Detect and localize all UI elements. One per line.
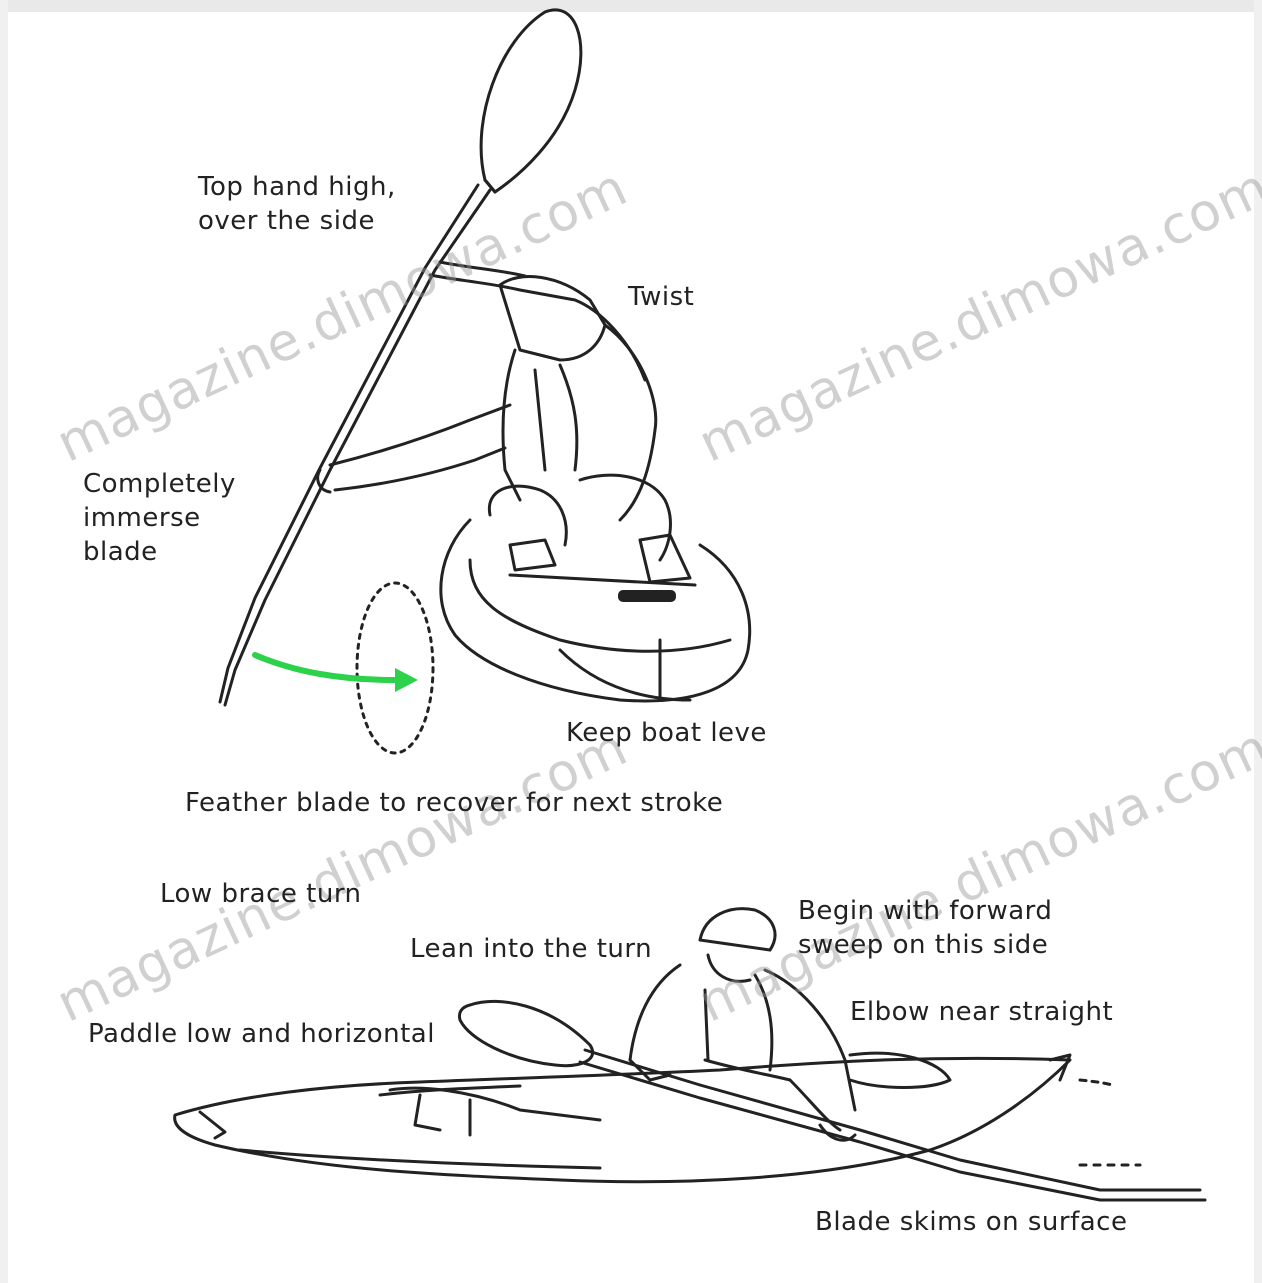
label-blade-skims: Blade skims on surface [815, 1205, 1127, 1239]
label-low-brace: Low brace turn [160, 877, 362, 911]
label-immerse: Completely immerse blade [83, 467, 236, 569]
label-feather: Feather blade to recover for next stroke [185, 786, 723, 820]
label-twist: Twist [628, 280, 694, 314]
top-kayak [441, 520, 750, 701]
arrow-head [395, 668, 418, 692]
stroke-arrow [255, 655, 395, 680]
label-lean: Lean into the turn [410, 932, 652, 966]
label-begin-forward: Begin with forward sweep on this side [798, 894, 1052, 962]
label-top-hand: Top hand high, over the side [198, 170, 396, 238]
label-keep-level: Keep boat leve [566, 716, 767, 750]
label-paddle-low: Paddle low and horizontal [88, 1017, 435, 1051]
label-elbow: Elbow near straight [850, 995, 1113, 1029]
